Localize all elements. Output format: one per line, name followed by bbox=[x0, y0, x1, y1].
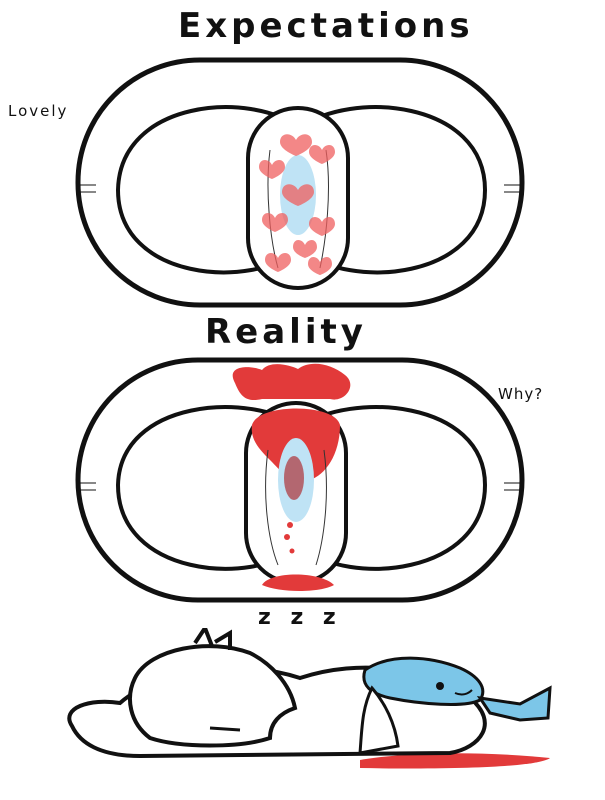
reality-title: Reality bbox=[205, 312, 367, 352]
lovely-note: Lovely bbox=[8, 102, 69, 120]
sleeping-z-text: z z z bbox=[258, 605, 342, 630]
expectations-title: Expectations bbox=[178, 6, 474, 46]
expectations-pad-illustration bbox=[75, 57, 525, 308]
reality-pad-illustration bbox=[75, 357, 525, 603]
sleeping-person-with-shark-illustration bbox=[67, 628, 552, 769]
why-note: Why? bbox=[498, 385, 544, 403]
